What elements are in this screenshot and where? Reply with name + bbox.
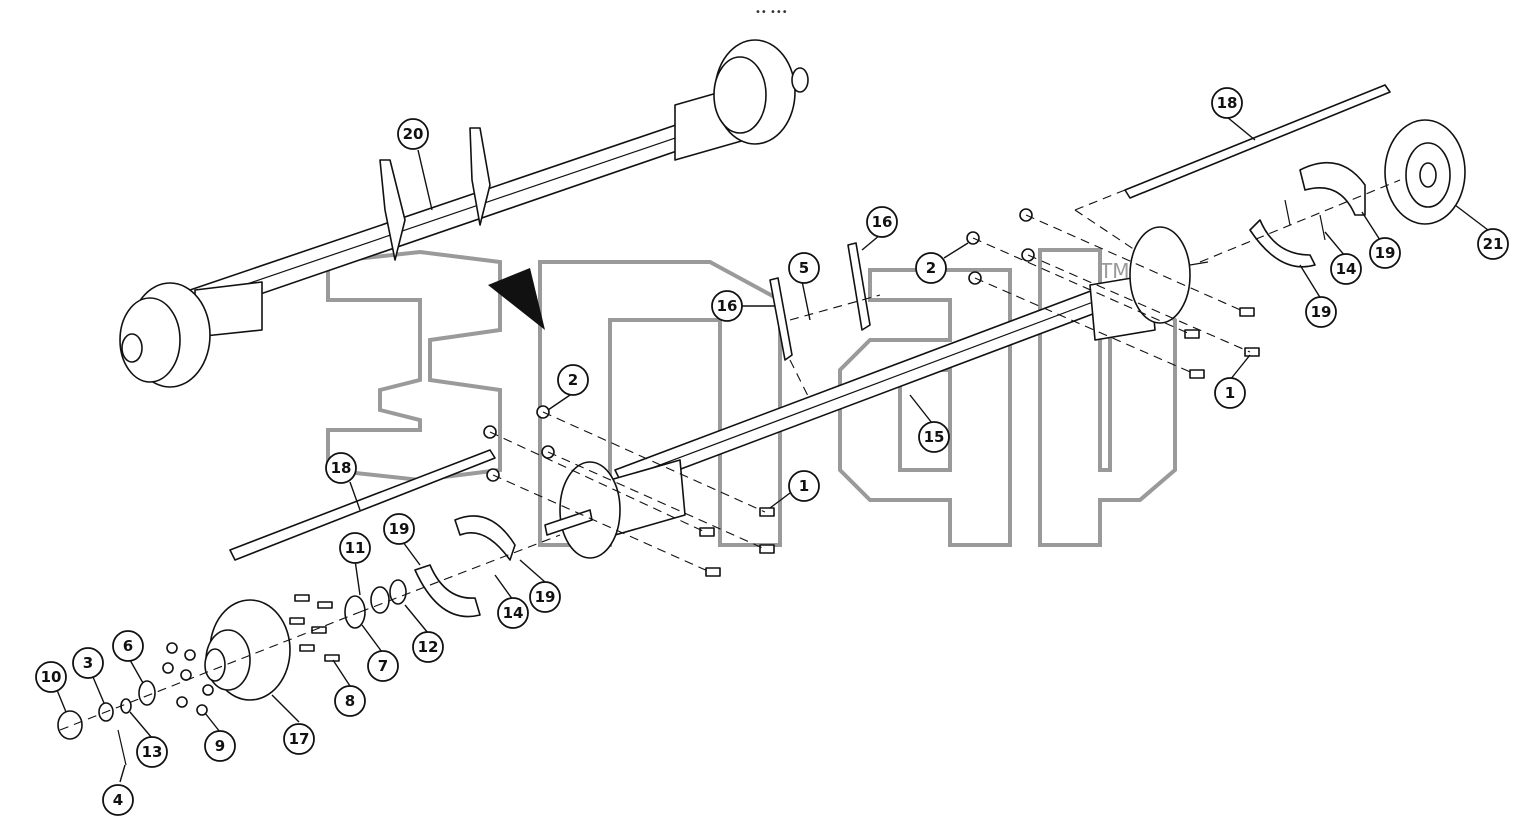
svg-text:15: 15 xyxy=(924,428,945,446)
callout-18: 18 xyxy=(1211,87,1243,119)
callout-10: 10 xyxy=(35,661,67,693)
bolts-1 xyxy=(699,307,1260,577)
brake-shoe-lower-b xyxy=(414,564,481,618)
callout-19: 19 xyxy=(1369,237,1401,269)
svg-text:16: 16 xyxy=(717,297,738,315)
axle-bracket-right xyxy=(469,127,491,226)
callout-20: 20 xyxy=(397,118,429,150)
svg-text:1: 1 xyxy=(799,477,809,495)
svg-text:19: 19 xyxy=(389,520,410,538)
cotter-pin-4 xyxy=(117,729,127,766)
callout-12: 12 xyxy=(412,631,444,663)
svg-text:4: 4 xyxy=(113,791,123,809)
seal-11 xyxy=(370,586,390,614)
brake-shoe-lower-a xyxy=(454,515,516,561)
bearing-7 xyxy=(344,595,366,629)
svg-text:2: 2 xyxy=(568,371,578,389)
header-marks: •• ••• xyxy=(755,7,788,18)
svg-text:7: 7 xyxy=(378,657,388,675)
svg-text:19: 19 xyxy=(535,588,556,606)
svg-text:19: 19 xyxy=(1311,303,1332,321)
svg-text:19: 19 xyxy=(1375,244,1396,262)
callout-9: 9 xyxy=(204,730,236,762)
callout-16: 16 xyxy=(711,290,743,322)
callout-4: 4 xyxy=(102,784,134,816)
callout-17: 17 xyxy=(283,723,315,755)
callout-21: 21 xyxy=(1477,228,1509,260)
svg-text:9: 9 xyxy=(215,737,225,755)
brake-rod-right xyxy=(1124,84,1391,199)
watermark-letter-z xyxy=(326,249,502,483)
direction-arrow xyxy=(488,268,545,330)
callout-18: 18 xyxy=(325,452,357,484)
axle-beam-top xyxy=(189,109,739,313)
hub-flange-right xyxy=(1129,226,1191,324)
svg-text:14: 14 xyxy=(1336,260,1357,278)
callout-19: 19 xyxy=(529,581,561,613)
svg-text:12: 12 xyxy=(418,638,439,656)
svg-text:17: 17 xyxy=(289,730,310,748)
bearing-6 xyxy=(138,680,156,706)
callout-6: 6 xyxy=(112,630,144,662)
axle-bracket-left xyxy=(379,159,406,261)
svg-text:8: 8 xyxy=(345,692,355,710)
watermark: TM xyxy=(326,248,1177,547)
leader-lines xyxy=(56,116,1489,783)
washer-12 xyxy=(389,579,407,605)
svg-text:14: 14 xyxy=(503,604,524,622)
svg-text:2: 2 xyxy=(926,259,936,277)
svg-text:1: 1 xyxy=(1225,384,1235,402)
brake-shoe-lower xyxy=(1249,219,1316,268)
svg-text:16: 16 xyxy=(872,213,893,231)
lever-left xyxy=(769,277,793,361)
svg-text:13: 13 xyxy=(142,743,163,761)
callouts: 20 18 21 16 16 5 2 2 14 19 19 1 15 1 18 … xyxy=(35,87,1509,816)
lever-right xyxy=(847,242,871,331)
wheel-nuts-9 xyxy=(162,642,214,716)
callout-5: 5 xyxy=(788,252,820,284)
callout-15: 15 xyxy=(918,421,950,453)
svg-text:11: 11 xyxy=(345,539,366,557)
brake-shoe-upper xyxy=(1299,161,1366,216)
assembled-axle xyxy=(119,39,809,388)
spindle-left xyxy=(544,509,593,536)
callout-14: 14 xyxy=(1330,253,1362,285)
callout-11: 11 xyxy=(339,532,371,564)
svg-text:10: 10 xyxy=(41,668,62,686)
callout-3: 3 xyxy=(72,647,104,679)
callout-7: 7 xyxy=(367,650,399,682)
assembly-lines xyxy=(59,179,1401,731)
svg-text:5: 5 xyxy=(799,259,809,277)
callout-16: 16 xyxy=(866,206,898,238)
callout-13: 13 xyxy=(136,736,168,768)
svg-text:18: 18 xyxy=(331,459,352,477)
callout-2: 2 xyxy=(915,252,947,284)
svg-text:18: 18 xyxy=(1217,94,1238,112)
callout-8: 8 xyxy=(334,685,366,717)
callout-2: 2 xyxy=(557,364,589,396)
callout-14: 14 xyxy=(497,597,529,629)
svg-text:6: 6 xyxy=(123,637,133,655)
svg-text:20: 20 xyxy=(403,125,424,143)
svg-text:21: 21 xyxy=(1483,235,1504,253)
callout-1: 1 xyxy=(1214,377,1246,409)
cap-10 xyxy=(57,710,83,740)
callout-1: 1 xyxy=(788,470,820,502)
svg-text:3: 3 xyxy=(83,654,93,672)
callout-19: 19 xyxy=(383,513,415,545)
brake-rod-left xyxy=(229,449,496,561)
callout-19: 19 xyxy=(1305,296,1337,328)
studs-8 xyxy=(289,594,340,662)
